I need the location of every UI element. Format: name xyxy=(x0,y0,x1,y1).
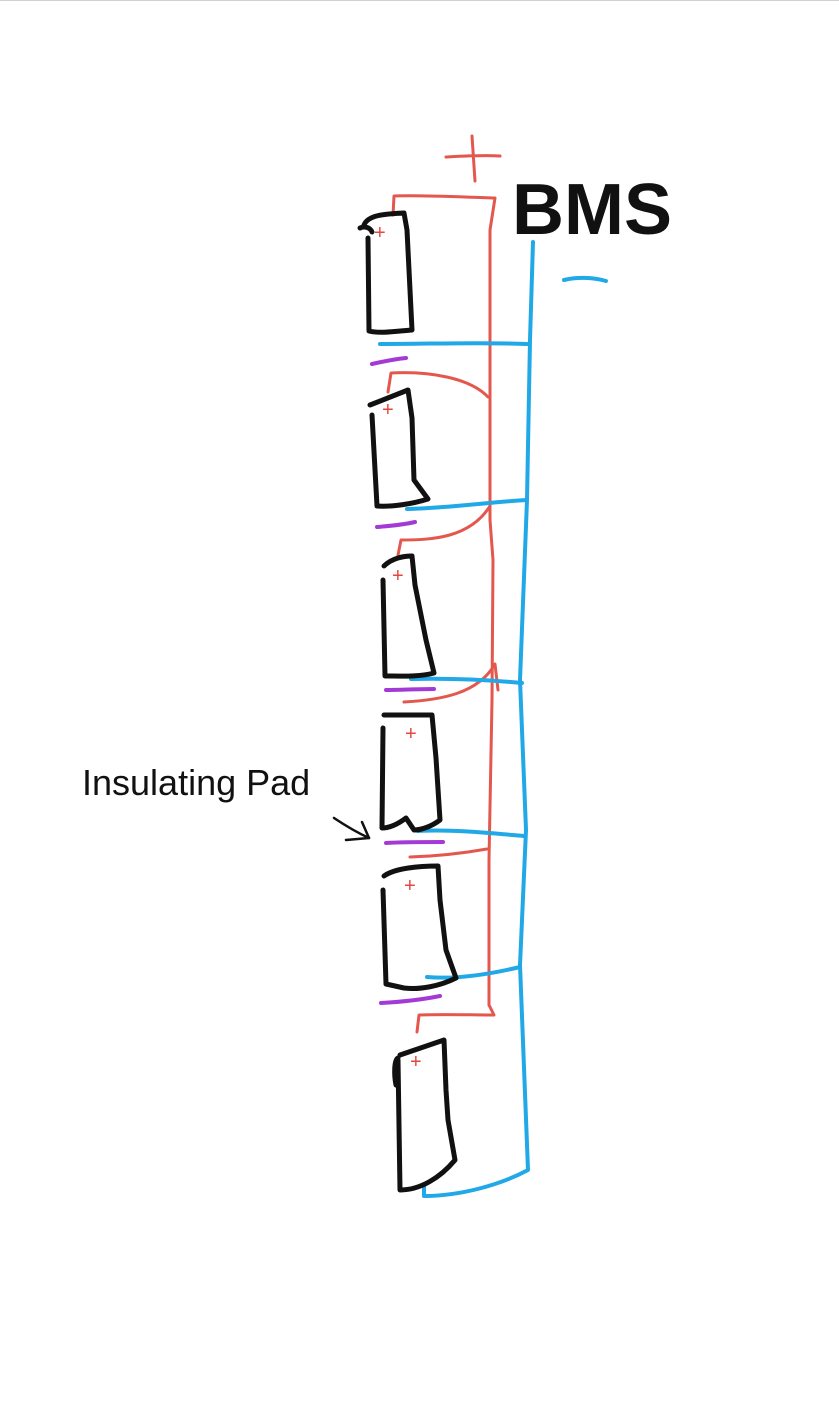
bms-negative-sign xyxy=(562,275,608,283)
battery-cell-3: + xyxy=(380,553,437,679)
bms-positive-sign xyxy=(444,134,502,183)
top-divider xyxy=(0,0,839,1)
battery-cell-5: + xyxy=(380,863,459,991)
insulating-pad-label: Insulating Pad xyxy=(82,762,310,803)
insulating-pad-5 xyxy=(379,994,442,1005)
insulating-pad-4 xyxy=(384,840,445,845)
cell-positive-sign: + xyxy=(410,1051,422,1073)
insulating-pad-3 xyxy=(384,687,436,692)
cell-positive-sign: + xyxy=(392,565,404,587)
insulating-pad-arrow xyxy=(332,816,371,842)
negative-wiring xyxy=(378,240,535,1198)
insulating-pad-2 xyxy=(375,520,417,529)
insulating-pads xyxy=(370,356,445,1005)
battery-cell-4: + xyxy=(379,712,443,833)
cell-positive-sign: + xyxy=(405,723,417,745)
battery-cells: + + + + + + xyxy=(357,210,459,1193)
cell-positive-sign: + xyxy=(374,222,386,244)
battery-cell-2: + xyxy=(367,387,431,509)
bms-label: BMS xyxy=(512,170,672,250)
cell-positive-sign: + xyxy=(404,875,416,897)
insulating-pad-1 xyxy=(370,356,408,366)
positive-wiring xyxy=(386,194,500,1034)
cell-positive-sign: + xyxy=(382,399,394,421)
battery-cell-6: + xyxy=(392,1037,458,1193)
battery-cell-1: + xyxy=(357,210,415,335)
